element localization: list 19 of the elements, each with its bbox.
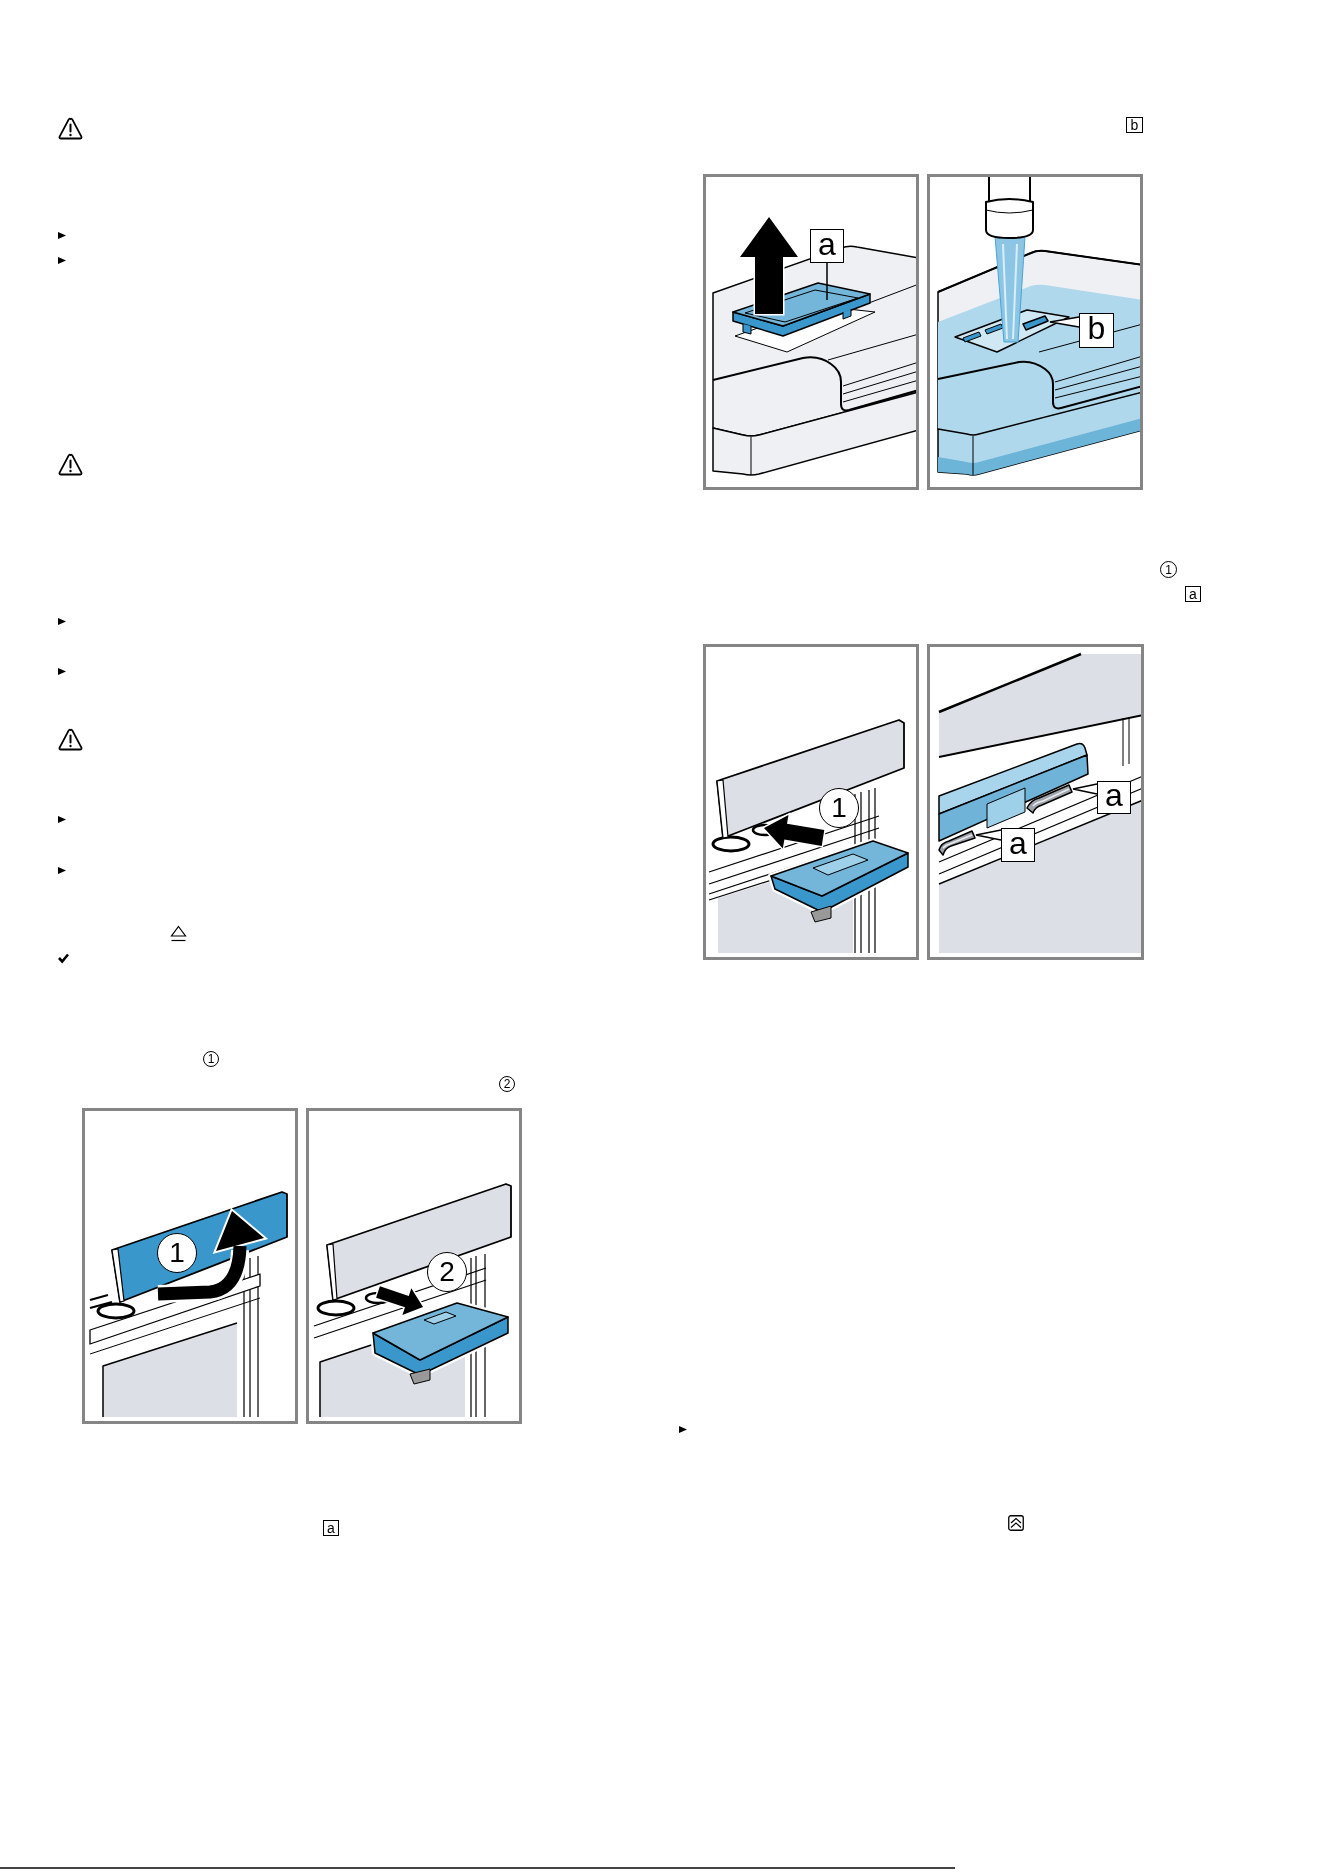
step-reference: 1 — [1160, 561, 1177, 578]
filter-opening — [1021, 314, 1050, 332]
callout-reference: a — [323, 1520, 339, 1536]
callout-label: a — [1097, 781, 1131, 814]
leader-line — [1049, 316, 1080, 328]
callout-label: a — [810, 229, 844, 263]
guide-rail — [1026, 784, 1073, 814]
leader-line — [1072, 783, 1098, 795]
callout-label: a — [1001, 828, 1035, 862]
leader-line — [826, 262, 828, 301]
step-reference: 2 — [499, 1076, 515, 1092]
guide-rail — [938, 830, 976, 856]
callout-reference: b — [1126, 117, 1143, 133]
step-number: 2 — [427, 1252, 467, 1292]
callout-reference: a — [1185, 586, 1201, 602]
callout-label: b — [1079, 313, 1114, 348]
step-number: 1 — [819, 788, 859, 828]
leader-line — [975, 829, 1002, 841]
step-reference: 1 — [203, 1051, 219, 1067]
